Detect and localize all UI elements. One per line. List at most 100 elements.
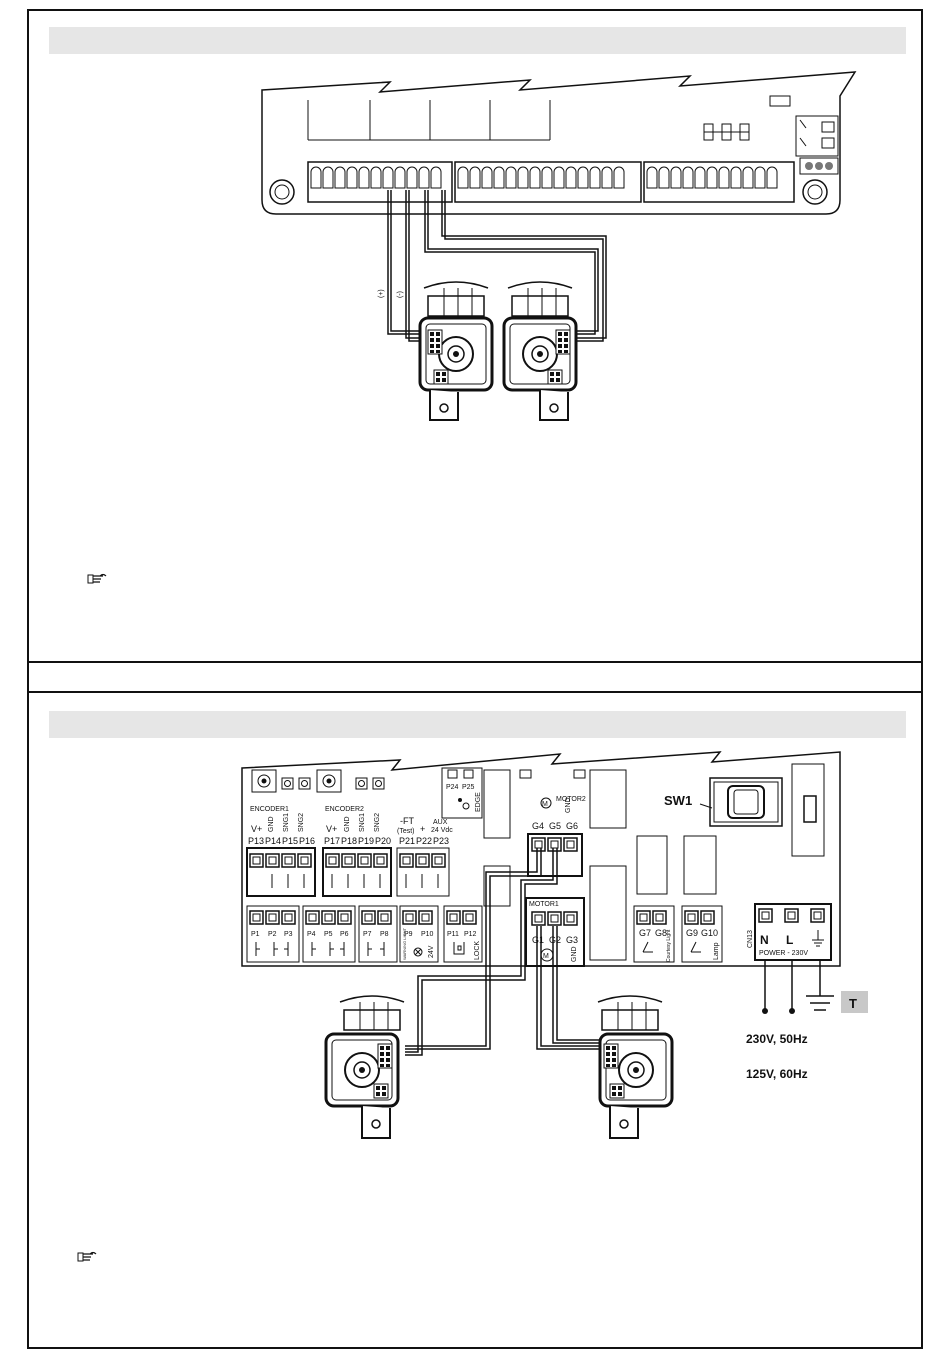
pointing-hand-icon-bottom bbox=[77, 1251, 97, 1262]
motor1-gnd: GND bbox=[571, 946, 578, 962]
term-g5: G5 bbox=[549, 821, 561, 831]
voltage-125-label: 125V, 60Hz bbox=[746, 1067, 808, 1081]
power-terminal-block: N L POWER - 230V CN13 bbox=[747, 903, 832, 961]
term-p25: P25 bbox=[462, 784, 475, 791]
term-p14: P14 bbox=[265, 836, 281, 846]
term-p21: P21 bbox=[399, 836, 415, 846]
term-p15: P15 bbox=[282, 836, 298, 846]
term-p19: P19 bbox=[358, 836, 374, 846]
bottom-motor-left bbox=[324, 995, 405, 1139]
term-p18: P18 bbox=[341, 836, 357, 846]
encoder1-label: ENCODER1 bbox=[250, 806, 289, 813]
encoder1-pin-labels: V+ GND SNG1 SNG2 P13 P14 P15 P16 bbox=[248, 813, 315, 846]
term-p4: P4 bbox=[307, 931, 316, 938]
lamp-label: Lamp bbox=[713, 942, 720, 960]
term-p17: P17 bbox=[324, 836, 340, 846]
enc2-gnd: GND bbox=[344, 816, 351, 832]
term-p8: P8 bbox=[380, 931, 389, 938]
t-badge bbox=[841, 991, 868, 1013]
motor1-m-symbol: M bbox=[543, 953, 549, 960]
p7-p8-block: P7 P8 bbox=[358, 905, 398, 963]
page-border bbox=[27, 9, 923, 1349]
enc1-gnd: GND bbox=[268, 816, 275, 832]
top-control-board bbox=[261, 71, 857, 215]
edge-labels: P24 P25 EDGE bbox=[446, 784, 482, 812]
term-p11: P11 bbox=[447, 931, 459, 938]
ft-test-label: (Test) bbox=[397, 828, 415, 835]
enc1-sng1: SNG1 bbox=[283, 813, 290, 832]
motor2-label: MOTOR2 bbox=[556, 796, 586, 803]
term-g10: G10 bbox=[701, 928, 718, 938]
enc2-sng1: SNG1 bbox=[359, 813, 366, 832]
edge-label: EDGE bbox=[475, 792, 482, 812]
section-header-top bbox=[49, 27, 906, 54]
polarity-minus-label: (-) bbox=[397, 291, 404, 298]
enc1-sng2: SNG2 bbox=[298, 813, 305, 832]
courtesy-light-label: Courtesy Light bbox=[666, 929, 672, 962]
t-label: T bbox=[849, 996, 857, 1011]
g7-g8-block: G7 G8 Courtesy Light bbox=[633, 905, 675, 963]
motor1-label: MOTOR1 bbox=[529, 901, 559, 908]
ft-label: -FT bbox=[400, 816, 414, 826]
section-header-bottom bbox=[49, 711, 906, 738]
bottom-wiring bbox=[405, 848, 606, 1056]
top-wiring bbox=[387, 190, 607, 342]
warning-light-label: WARNING LIGHT bbox=[402, 927, 407, 960]
top-motor-left bbox=[418, 281, 494, 421]
encoder2-terminal-block bbox=[322, 847, 392, 897]
term-p1: P1 bbox=[251, 931, 260, 938]
term-g3: G3 bbox=[566, 935, 578, 945]
ground-symbol-small bbox=[812, 930, 824, 947]
g9-g10-block: G9 G10 Lamp bbox=[681, 905, 723, 963]
aux-vdc-label: 24 Vdc bbox=[431, 827, 453, 834]
motor2-m-symbol: M bbox=[542, 801, 548, 808]
p11-p12-lock-block: P11 P12 LOCK bbox=[443, 905, 483, 963]
power-n: N bbox=[760, 933, 769, 947]
p9-p10-block: P9 P10 WARNING LIGHT 24V bbox=[399, 905, 439, 963]
power-supply-wires bbox=[764, 960, 834, 1011]
motor2-gnd: GND bbox=[565, 797, 572, 813]
sw1-label: SW1 bbox=[664, 793, 692, 808]
encoder2-label: ENCODER2 bbox=[325, 806, 364, 813]
term-p23: P23 bbox=[433, 836, 449, 846]
term-p13: P13 bbox=[248, 836, 264, 846]
term-p9: P9 bbox=[404, 931, 413, 938]
motor1-terminal-block: MOTOR1 G1 G2 G3 M GND bbox=[525, 897, 585, 967]
term-g6: G6 bbox=[566, 821, 578, 831]
enc2-vplus: V+ bbox=[326, 824, 337, 834]
term-p5: P5 bbox=[324, 931, 333, 938]
aux-label: AUX bbox=[433, 819, 448, 826]
term-g4: G4 bbox=[532, 821, 544, 831]
term-g7: G7 bbox=[639, 928, 651, 938]
enc1-vplus: V+ bbox=[251, 824, 262, 834]
cn13-label: CN13 bbox=[747, 930, 754, 948]
term-g8: G8 bbox=[655, 928, 667, 938]
term-p2: P2 bbox=[268, 931, 277, 938]
voltage-230-label: 230V, 50Hz bbox=[746, 1032, 808, 1046]
ft-terminal-block bbox=[396, 847, 450, 897]
term-p20: P20 bbox=[375, 836, 391, 846]
encoder1-terminal-block bbox=[246, 847, 316, 897]
term-p3: P3 bbox=[284, 931, 293, 938]
power-l: L bbox=[786, 933, 793, 947]
v24-label: 24V bbox=[428, 945, 435, 958]
p1-p3-block: P1 P2 P3 bbox=[246, 905, 300, 963]
bottom-motor-right bbox=[597, 995, 674, 1139]
p4-p6-block: P4 P5 P6 bbox=[302, 905, 356, 963]
term-p24: P24 bbox=[446, 784, 459, 791]
term-p22: P22 bbox=[416, 836, 432, 846]
top-motor-right bbox=[502, 281, 578, 421]
plus-label: + bbox=[420, 824, 425, 834]
term-p12: P12 bbox=[464, 931, 477, 938]
term-g9: G9 bbox=[686, 928, 698, 938]
pointing-hand-icon bbox=[87, 573, 107, 584]
enc2-sng2: SNG2 bbox=[374, 813, 381, 832]
power-label: POWER - 230V bbox=[759, 950, 808, 957]
term-p10: P10 bbox=[421, 931, 434, 938]
lamp-icon bbox=[413, 947, 423, 957]
term-g2: G2 bbox=[549, 935, 561, 945]
ft-aux-labels: -FT (Test) + AUX 24 Vdc P21 P22 P23 bbox=[397, 816, 453, 846]
term-p16: P16 bbox=[299, 836, 315, 846]
term-g1: G1 bbox=[532, 935, 544, 945]
